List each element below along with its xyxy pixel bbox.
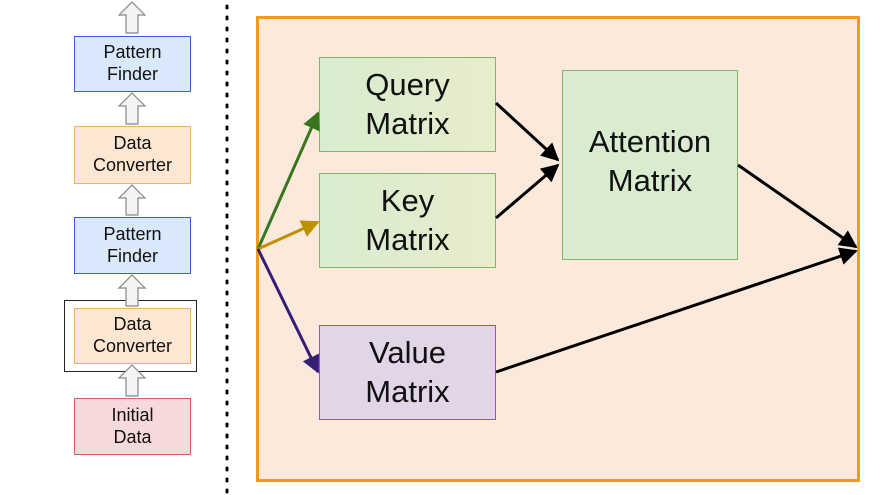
query-arrow — [256, 111, 320, 250]
initial-data-line2: Data — [113, 426, 152, 447]
value-matrix-line2: Matrix — [365, 373, 450, 409]
attention-to-output-arrow — [737, 163, 858, 249]
value-matrix-line1: Value — [369, 334, 446, 370]
up-arrow-icon-3 — [117, 184, 147, 216]
pattern-finder-lower: Pattern Finder — [74, 217, 191, 274]
data-converter-lower: Data Converter — [74, 308, 191, 364]
key-to-attention-arrow — [495, 163, 560, 220]
up-arrow-icon-4 — [117, 274, 147, 307]
pattern-finder-top-line1: Pattern — [103, 42, 162, 63]
initial-data-box: Initial Data — [74, 398, 191, 455]
key-matrix-box: Key Matrix — [319, 173, 496, 268]
data-converter-upper-line1: Data — [113, 133, 152, 154]
data-converter-lower-line2: Converter — [92, 336, 173, 356]
pattern-finder-top: Pattern Finder — [74, 36, 191, 92]
query-matrix-line1: Query — [365, 66, 450, 102]
query-matrix-line2: Matrix — [365, 105, 450, 141]
pattern-finder-lower-line1: Pattern — [103, 223, 162, 244]
value-matrix-box: Value Matrix — [319, 325, 496, 420]
pattern-finder-lower-line2: Finder — [106, 245, 159, 266]
data-converter-upper-line2: Converter — [92, 155, 173, 175]
up-arrow-icon-1 — [117, 1, 147, 34]
key-matrix-line1: Key — [380, 182, 435, 218]
value-arrow — [256, 248, 320, 374]
query-to-attention-arrow — [494, 101, 560, 162]
query-matrix-box: Query Matrix — [319, 57, 496, 152]
initial-data-line1: Initial — [111, 404, 154, 425]
data-converter-upper: Data Converter — [74, 126, 191, 184]
pattern-finder-top-line2: Finder — [106, 64, 159, 84]
attention-matrix-line2: Matrix — [607, 162, 693, 198]
attention-matrix-line1: Attention — [588, 124, 712, 159]
key-matrix-line2: Matrix — [365, 221, 450, 257]
value-to-output-arrow — [495, 247, 858, 374]
attention-matrix-box: Attention Matrix — [562, 70, 738, 260]
data-converter-lower-line1: Data — [113, 314, 152, 335]
key-arrow — [257, 220, 320, 251]
up-arrow-icon-5 — [117, 364, 147, 397]
up-arrow-icon-2 — [117, 92, 147, 125]
